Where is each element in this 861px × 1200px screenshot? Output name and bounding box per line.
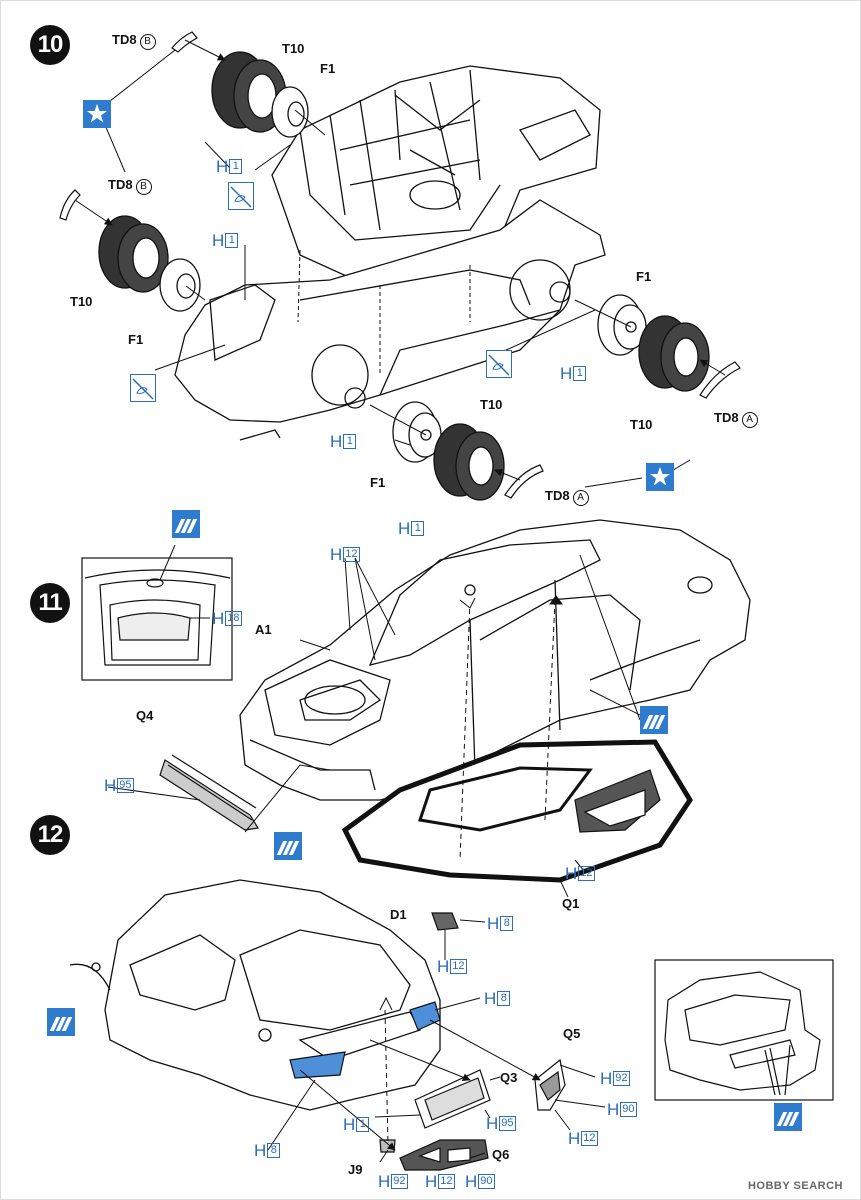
part-label-t10-left: T10 <box>70 294 93 309</box>
part-label-f1-top: F1 <box>320 61 336 76</box>
roll-cage-interior <box>271 65 601 281</box>
decal-icon <box>47 1008 75 1036</box>
part-label-t10-top: T10 <box>282 41 305 56</box>
decal-icon <box>172 510 200 538</box>
star-marker-icon <box>83 100 111 128</box>
part-label-a1: A1 <box>255 622 272 637</box>
car-body-rear <box>69 879 441 1111</box>
part-label-q1: Q1 <box>562 896 580 911</box>
step10-leaders <box>74 39 726 488</box>
tail-light-highlights <box>289 1001 441 1079</box>
step11-leaders <box>107 544 641 898</box>
part-label-f1-left: F1 <box>128 332 144 347</box>
rear-inset <box>654 959 834 1101</box>
step12-leaders <box>267 919 606 1163</box>
part-label-q5: Q5 <box>563 1026 581 1041</box>
part-label-f1-right: F1 <box>636 269 652 284</box>
chassis-floor <box>174 199 606 441</box>
decal-icon <box>274 832 302 860</box>
tire-decal-strips <box>59 31 741 499</box>
decal-icon <box>774 1103 802 1131</box>
part-label-j9: J9 <box>348 1162 363 1177</box>
step11-parts <box>159 739 693 883</box>
no-glue-icon <box>130 374 156 402</box>
part-label-f1-bottom: F1 <box>370 475 386 490</box>
watermark: HOBBY SEARCH <box>747 1180 843 1192</box>
step12-parts <box>379 912 566 1171</box>
part-label-q4: Q4 <box>136 708 154 723</box>
step-number-10: 10 <box>30 25 70 65</box>
part-label-q3: Q3 <box>500 1070 518 1085</box>
part-label-t10-bottom: T10 <box>480 397 503 412</box>
no-glue-icon <box>486 350 512 378</box>
step-number-12: 12 <box>30 815 70 855</box>
no-glue-icon <box>228 182 254 210</box>
star-marker-icon <box>646 463 674 491</box>
decal-icon <box>640 706 668 734</box>
tires-wheels <box>98 51 710 501</box>
part-label-d1: D1 <box>390 907 407 922</box>
rear-window-inset <box>81 557 233 681</box>
part-label-t10-right: T10 <box>630 417 653 432</box>
step-number-11: 11 <box>30 583 70 623</box>
part-label-q6: Q6 <box>492 1147 510 1162</box>
car-body-front <box>239 519 751 801</box>
